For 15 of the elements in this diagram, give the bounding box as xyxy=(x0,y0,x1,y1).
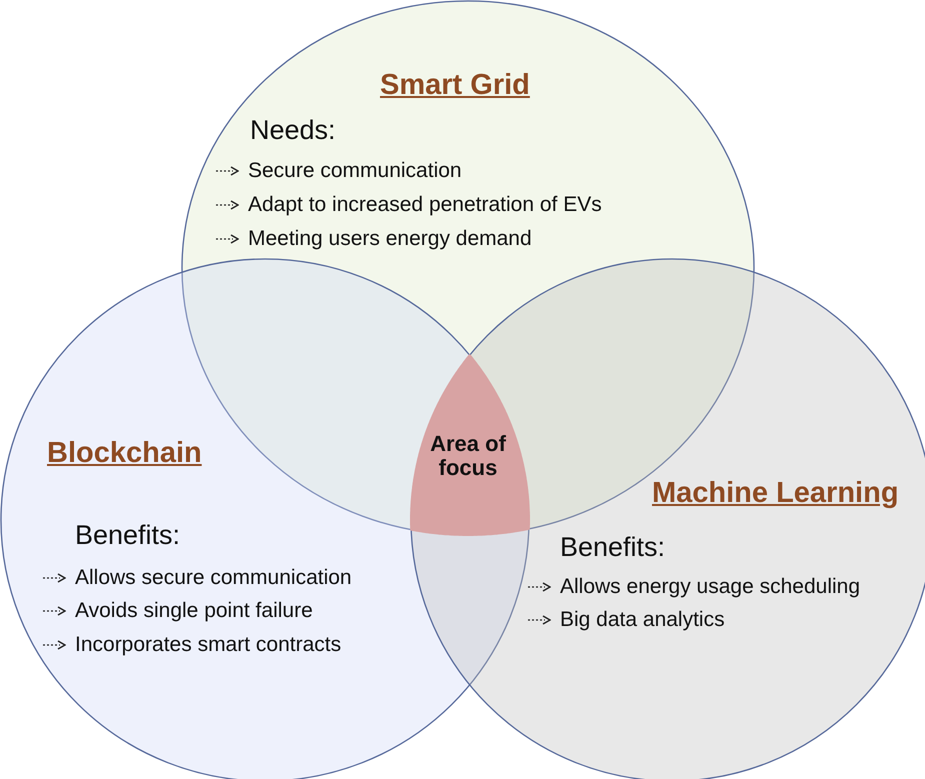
list-item: Allows energy usage scheduling xyxy=(560,575,860,598)
list-item: Avoids single point failure xyxy=(75,599,313,622)
list-item: Adapt to increased penetration of EVs xyxy=(248,193,602,216)
list-item: Meeting users energy demand xyxy=(248,227,532,250)
list-item: Allows secure communication xyxy=(75,566,352,590)
list-item: Secure communication xyxy=(248,159,462,182)
list-item: Big data analytics xyxy=(560,608,725,632)
section-heading: Benefits: xyxy=(560,533,666,563)
section-heading: Benefits: xyxy=(75,521,180,551)
region-label: Area of focus xyxy=(429,432,507,480)
circle-title: Blockchain xyxy=(47,438,202,470)
section-heading: Needs: xyxy=(250,116,336,146)
circle-title: Smart Grid xyxy=(380,70,530,102)
list-item: Incorporates smart contracts xyxy=(75,633,342,656)
circle-title: Machine Learning xyxy=(652,478,899,510)
